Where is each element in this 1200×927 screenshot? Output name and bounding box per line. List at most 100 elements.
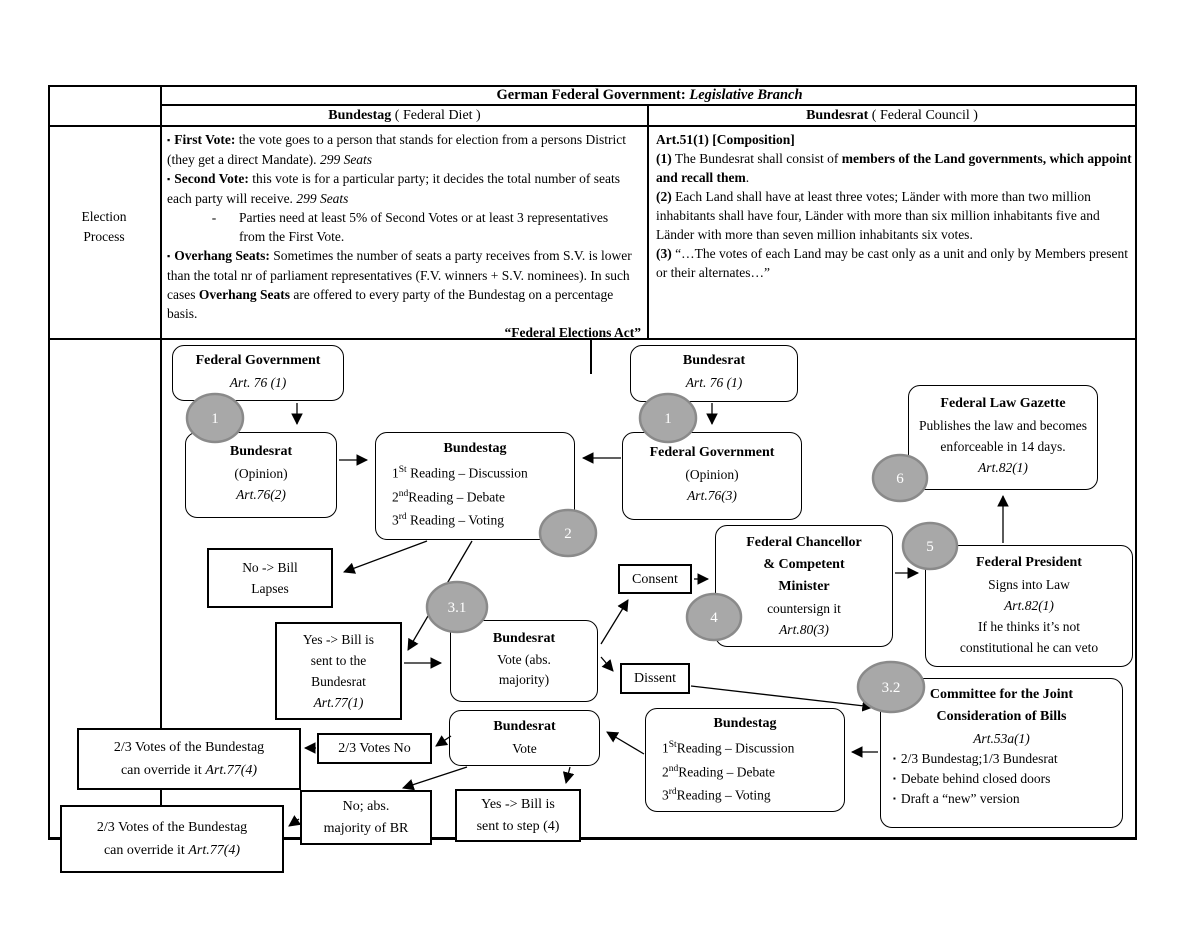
overhang-text-2: are offered to every party of the Bundes… [167,287,614,321]
para2-number: (2) [656,189,672,204]
box-title: Federal Chancellor [746,535,862,550]
no-bill-lapses-box: No -> Bill Lapses [207,548,333,608]
federal-law-gazette-box: Federal Law Gazette Publishes the law an… [908,385,1098,490]
override-box-2: 2/3 Votes of the Bundestag can override … [60,805,284,873]
bullet-icon: ▪ [167,251,171,261]
article-ref: Art.53a(1) [973,731,1030,746]
title-prefix: German Federal Government: [496,87,690,103]
gazette-text: Publishes the law and becomes enforceabl… [919,418,1087,454]
table-row-divider [48,338,1137,340]
five-percent-subitem: -Parties need at least 5% of Second Vote… [167,208,643,246]
para3-text: “…The votes of each Land may be cast onl… [656,246,1128,280]
override-box-1: 2/3 Votes of the Bundestag can override … [77,728,301,790]
box-title: Bundesrat [229,444,293,459]
title-italic: Legislative Branch [689,87,803,103]
box-title: Bundesrat [682,353,746,368]
reading-3: 3rdReading – Voting [662,787,771,803]
para1-bold: members of the Land governments, which a… [656,151,1132,185]
row-label-election-process: Election Process [48,207,160,247]
arrow-bundesrat-vote-to-no-abs-majority [402,766,468,791]
box-title: Federal Law Gazette [940,396,1066,411]
article-ref: Art.82(1) [978,460,1028,475]
bullet-icon: ▪ [893,774,896,783]
arrow-dissent-to-committee [690,685,875,712]
committee-bullet-2: ▪Debate behind closed doors [893,771,1051,786]
first-vote-label: First Vote: [174,132,236,147]
art51-para-1: (1) The Bundesrat shall consist of membe… [656,149,1133,187]
bullet-icon: ▪ [893,794,896,803]
arrow-bundestag-to-no-bill-lapses [343,540,428,574]
overhang-text-1: Sometimes the number of seats a party re… [167,248,632,302]
row-label-line2: Process [83,229,125,244]
bullet-icon: ▪ [167,135,171,145]
art51-para-3: (3) “…The votes of each Land may be cast… [656,244,1133,282]
table-border-left [48,85,50,840]
federal-government-opinion-box: Federal Government (Opinion) Art.76(3) [622,432,802,520]
arrow-vote-abs-to-dissent [600,656,614,672]
arrow-no-abs-majority-to-override-2 [288,815,302,827]
article-ref: Art.77(4) [188,843,241,858]
article-ref: Art.76(3) [687,488,737,503]
election-bundestag-cell: ▪First Vote: the vote goes to a person t… [167,130,643,342]
federal-elections-act-caption: “Federal Elections Act” [504,325,641,340]
countersign-line: countersign it [767,601,841,616]
box-title: Federal President [976,555,1082,570]
bundestag-header-bold: Bundestag [328,108,392,123]
table-header-underline [48,125,1137,127]
para1-number: (1) [656,151,672,166]
bundesrat-opinion-box: Bundesrat (Opinion) Art.76(2) [185,432,337,518]
opinion-line: (Opinion) [234,466,288,481]
joint-committee-box: Committee for the Joint Consideration of… [880,678,1123,828]
reading-2: 2ndReading – Debate [392,488,505,505]
article-ref: Art. 76 (1) [685,375,743,390]
para1-end: . [745,170,750,185]
chancellor-minister-box: Federal Chancellor & Competent Minister … [715,525,893,647]
federal-president-box: Federal President Signs into Law Art.82(… [925,545,1133,667]
reading-3: 3rd Reading – Voting [392,512,505,528]
yes-bill-to-bundesrat-box: Yes -> Bill is sent to the Bundesrat Art… [275,622,402,720]
article-ref: Art. 76 (1) [229,375,287,390]
election-bundesrat-cell: Art.51(1) [Composition] (1) The Bundesra… [656,130,1133,282]
bundestag-readings-box-2: Bundestag 1StReading – Discussion 2ndRea… [645,708,845,812]
table-border-right [1135,85,1137,840]
bundesrat-76-1-box: Bundesrat Art. 76 (1) [630,345,798,402]
box-title: Bundestag [443,441,507,456]
page-title: German Federal Government: Legislative B… [162,86,1137,104]
column-header-bundestag: Bundestag ( Federal Diet ) [162,106,647,125]
reading-1: 1StReading – Discussion [662,740,795,756]
no-abs-majority-box: No; abs. majority of BR [300,790,432,845]
second-vote-seats: 299 Seats [296,191,349,206]
box-title: Federal Government [195,353,321,368]
table-column-divider [647,104,649,338]
article-ref: Art.77(4) [205,763,258,778]
reading-1: 1St Reading – Discussion [392,465,528,481]
article-ref: Art.76(2) [236,487,286,502]
para2-text: Each Land shall have at least three vote… [656,189,1100,242]
bullet-icon: ▪ [893,754,896,763]
dissent-box: Dissent [620,663,690,694]
first-vote-item: ▪First Vote: the vote goes to a person t… [167,130,643,169]
table-border-bottom [48,837,1137,840]
para3-number: (3) [656,246,672,261]
table-label-column-divider [160,85,162,838]
divider-tick [590,340,592,374]
column-header-bundesrat: Bundesrat ( Federal Council ) [649,106,1135,125]
second-vote-label: Second Vote: [174,171,249,186]
first-vote-seats: 299 Seats [319,152,373,167]
bundesrat-vote-abs-majority-box: Bundesrat Vote (abs. majority) [450,620,598,702]
box-title: Bundestag [713,716,777,731]
bundestag-readings-box-1: Bundestag 1St Reading – Discussion 2ndRe… [375,432,575,540]
article-ref: Art.80(3) [779,622,829,637]
article-ref: Art.77(1) [313,695,364,710]
arrow-bundesrat-vote-to-yes-step-4 [562,766,575,785]
federal-government-76-1-box: Federal Government Art. 76 (1) [172,345,344,401]
bundestag-header-rest: ( Federal Diet ) [391,108,481,123]
first-vote-text: the vote goes to a person that stands fo… [167,132,626,167]
arrow-vote-abs-to-consent [600,599,629,645]
bundesrat-vote-box: Bundesrat Vote [449,710,600,766]
opinion-line: (Opinion) [685,467,739,482]
overhang-seats-item: ▪Overhang Seats: Sometimes the number of… [167,246,643,323]
box-title: Bundesrat [493,719,556,734]
second-vote-item: ▪Second Vote: this vote is for a particu… [167,169,643,208]
